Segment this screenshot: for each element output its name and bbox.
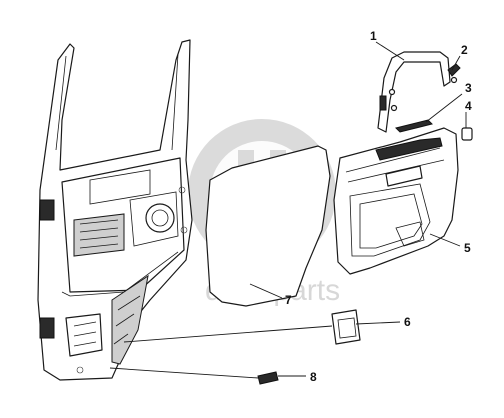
callout-5: 5	[464, 241, 471, 255]
leader-lines	[109, 41, 467, 379]
callout-3: 3	[465, 81, 472, 95]
door-frame	[37, 39, 193, 381]
callout-8: 8	[310, 370, 317, 384]
door-trim-panel	[333, 127, 459, 275]
callout-4: 4	[465, 99, 472, 113]
callout-7: 7	[285, 293, 292, 307]
switch-cover	[331, 309, 361, 345]
callout-2: 2	[461, 43, 468, 57]
callout-6: 6	[404, 315, 411, 329]
grab-handle	[377, 51, 451, 133]
trim-strip	[395, 119, 433, 133]
water-shield-membrane	[205, 145, 331, 307]
screw	[447, 63, 461, 84]
clip-cap	[461, 127, 473, 141]
callout-1: 1	[370, 29, 377, 43]
small-clip	[257, 371, 279, 385]
